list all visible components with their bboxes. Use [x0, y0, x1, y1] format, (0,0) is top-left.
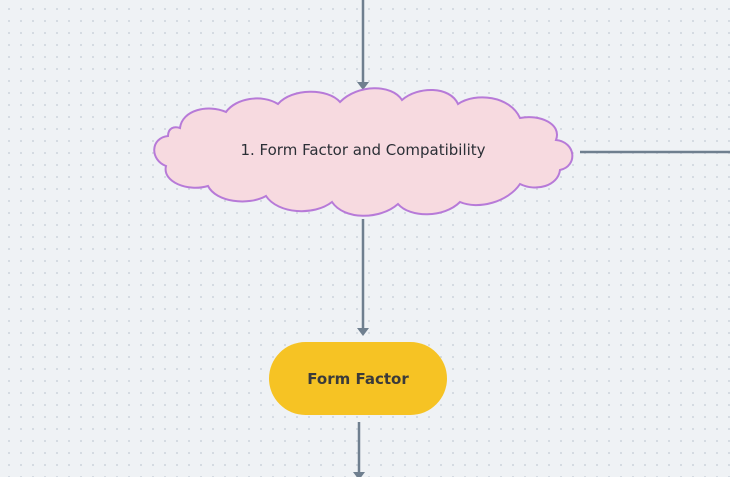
cloud-shape[interactable]	[153, 87, 574, 217]
arrowhead-down-icon	[357, 82, 369, 90]
form-factor-node[interactable]: Form Factor	[269, 342, 447, 415]
arrowhead-down-icon	[357, 328, 369, 336]
arrowhead-down-icon	[353, 472, 365, 477]
form-factor-node-label: Form Factor	[307, 369, 409, 388]
cloud-node-label: 1. Form Factor and Compatibility	[240, 141, 486, 159]
